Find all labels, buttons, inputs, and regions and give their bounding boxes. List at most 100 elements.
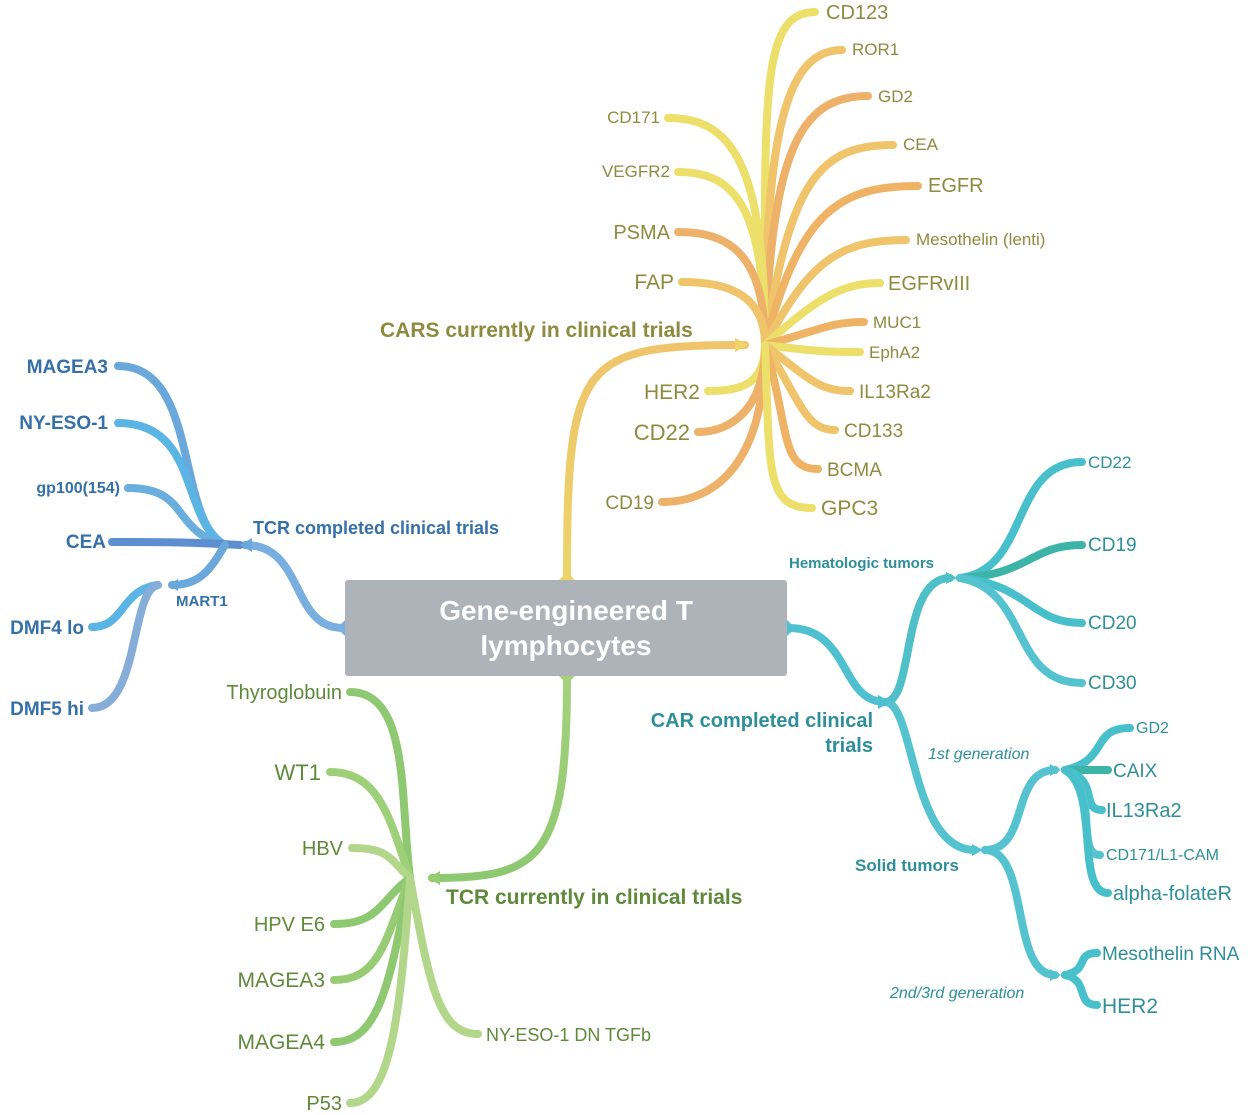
leaf-line-gpc3: [761, 341, 816, 512]
leaf-line-epha2: [761, 341, 864, 356]
central-topic[interactable]: Gene-engineered T lymphocytes: [345, 580, 787, 676]
cars-item-her2: HER2: [644, 381, 700, 404]
branch-line-car-completed: [785, 624, 889, 706]
junction-cars: [735, 338, 748, 352]
solid-tumors-label: Solid tumors: [855, 856, 959, 875]
leaf-line-il13ra2: [761, 341, 854, 395]
cars-item-psma: PSMA: [613, 222, 670, 244]
junction-tcr-completed: [240, 538, 252, 552]
mart1-item-dmf4: DMF4 lo: [10, 618, 84, 639]
junction-solid: [972, 844, 983, 856]
first-gen-item-gd2: GD2: [1136, 720, 1169, 737]
cars-trials-label: CARS currently in clinical trials: [380, 319, 693, 342]
cars-item-ror1: ROR1: [852, 40, 899, 59]
cars-item-cd19: CD19: [605, 493, 654, 514]
cars-item-cd123: CD123: [826, 2, 888, 24]
leaf-line-magea3-tcr-completed: [114, 362, 229, 549]
leaf-line-egfr: [761, 182, 922, 349]
junction-mart1: [168, 579, 178, 591]
leaf-line-mart1: [168, 541, 229, 589]
hematologic-item-cd19: CD19: [1088, 535, 1137, 556]
tcr-completed-items: MAGEA3 NY-ESO-1 gp100(154) CEA MART1 DMF…: [10, 357, 228, 720]
cars-items: CD123 ROR1 GD2 CD171 CEA VEGFR2 EGFR PSM…: [602, 2, 1045, 520]
branch-line-tcr-trials: [428, 674, 571, 882]
junction-car-completed: [878, 695, 891, 709]
center-bottom-marker: [559, 676, 575, 684]
leaf-line-dmf5: [88, 581, 162, 712]
center-top-marker: [559, 572, 575, 580]
cars-item-mesothelin: Mesothelin (lenti): [916, 230, 1045, 249]
leaf-line-cd30-car: [956, 574, 1086, 687]
cars-item-cd133: CD133: [844, 421, 903, 442]
tcr-trials-items: Thyroglobuin WT1 HBV HPV E6 MAGEA3 MAGEA…: [226, 682, 651, 1115]
car-completed-items: CD22 CD19 CD20 CD30 GD2 CAIX IL13Ra2 CD1…: [1088, 453, 1240, 1018]
leaf-line-mesothelin: [761, 236, 910, 349]
leaf-line-magea4: [330, 874, 414, 1046]
mart1-label: MART1: [176, 593, 228, 610]
tcr-trials-leaf-lines: [326, 688, 482, 1107]
cars-item-cd171: CD171: [607, 108, 660, 127]
tcr-trials-item-nyeso1-dn: NY-ESO-1 DN TGFb: [486, 1025, 651, 1045]
first-gen-item-caix: CAIX: [1113, 761, 1158, 782]
leaf-line-hpv-e6: [330, 874, 414, 928]
leaf-line-alpha-folater: [1061, 766, 1112, 897]
second-gen-item-mesothelin-rna: Mesothelin RNA: [1102, 944, 1240, 965]
tcr-completed-item-cea: CEA: [66, 532, 106, 553]
leaf-line-gd2-car: [1061, 724, 1134, 774]
leaf-line-wt1: [326, 768, 414, 882]
leaf-line-cd133: [761, 341, 839, 434]
leaf-line-her2-car: [1061, 971, 1101, 1009]
junction-markers: [168, 338, 1061, 981]
first-gen-item-cd171-l1cam: CD171/L1-CAM: [1106, 847, 1219, 864]
cars-item-egfr: EGFR: [928, 175, 984, 197]
tcr-trials-item-hbv: HBV: [302, 838, 344, 860]
leaf-line-thyroglobuin: [346, 688, 414, 882]
branch-line-cars: [563, 341, 749, 582]
leaf-line-egfrviii: [761, 279, 884, 349]
tcr-trials-item-p53: P53: [306, 1093, 342, 1115]
leaf-line-fap: [678, 278, 769, 349]
tcr-completed-leaf-lines: [88, 362, 244, 712]
leaf-line-gp100: [124, 484, 229, 549]
junction-tcr-trials: [428, 871, 440, 885]
hematologic-item-cd22: CD22: [1088, 453, 1131, 472]
second-gen-label: 2nd/3rd generation: [889, 985, 1024, 1002]
leaf-line-hbv: [348, 844, 414, 882]
cars-item-epha2: EphA2: [869, 343, 920, 362]
cars-item-cd22: CD22: [634, 420, 690, 445]
center-right-marker: [787, 620, 795, 636]
leaf-line-cea: [761, 141, 897, 349]
tcr-trials-item-wt1: WT1: [275, 760, 321, 785]
cars-item-bcma: BCMA: [827, 460, 882, 481]
leaf-line-cd22-car: [956, 458, 1086, 582]
tcr-trials-item-thyroglobuin: Thyroglobuin: [226, 682, 342, 704]
leaf-line-nyeso1-dn: [406, 874, 482, 1038]
first-gen-item-il13ra2: IL13Ra2: [1106, 800, 1182, 822]
leaf-line-bcma: [761, 341, 822, 473]
tcr-completed-item-gp100: gp100(154): [36, 480, 120, 497]
leaf-line-cd19-car: [956, 541, 1086, 582]
tcr-trials-label: TCR currently in clinical trials: [446, 886, 742, 909]
central-topic-title: Gene-engineered T lymphocytes: [439, 595, 693, 661]
junction-second-gen: [1050, 969, 1061, 981]
leaf-line-gd2: [761, 92, 872, 349]
cars-leaf-lines: [658, 8, 922, 512]
branch-line-tcr-completed: [241, 541, 347, 632]
leaf-line-psma: [674, 228, 769, 349]
tcr-trials-item-magea3: MAGEA3: [237, 969, 325, 992]
tcr-completed-item-magea3: MAGEA3: [27, 357, 108, 378]
car-completed-leaf-lines: [881, 458, 1134, 1009]
cars-item-vegfr2: VEGFR2: [602, 162, 670, 181]
hematologic-item-cd20: CD20: [1088, 613, 1137, 634]
car-completed-label-line1: CAR completed clinical: [651, 710, 873, 732]
first-gen-label: 1st generation: [928, 746, 1030, 763]
leaf-line-p53: [346, 874, 414, 1107]
tcr-completed-item-nyeso1: NY-ESO-1: [19, 413, 108, 434]
cars-item-muc1: MUC1: [873, 313, 921, 332]
cars-item-il13ra2: IL13Ra2: [859, 382, 931, 403]
tcr-trials-item-magea4: MAGEA4: [237, 1031, 325, 1054]
center-left-marker: [337, 620, 345, 636]
cars-item-gd2: GD2: [878, 87, 913, 106]
